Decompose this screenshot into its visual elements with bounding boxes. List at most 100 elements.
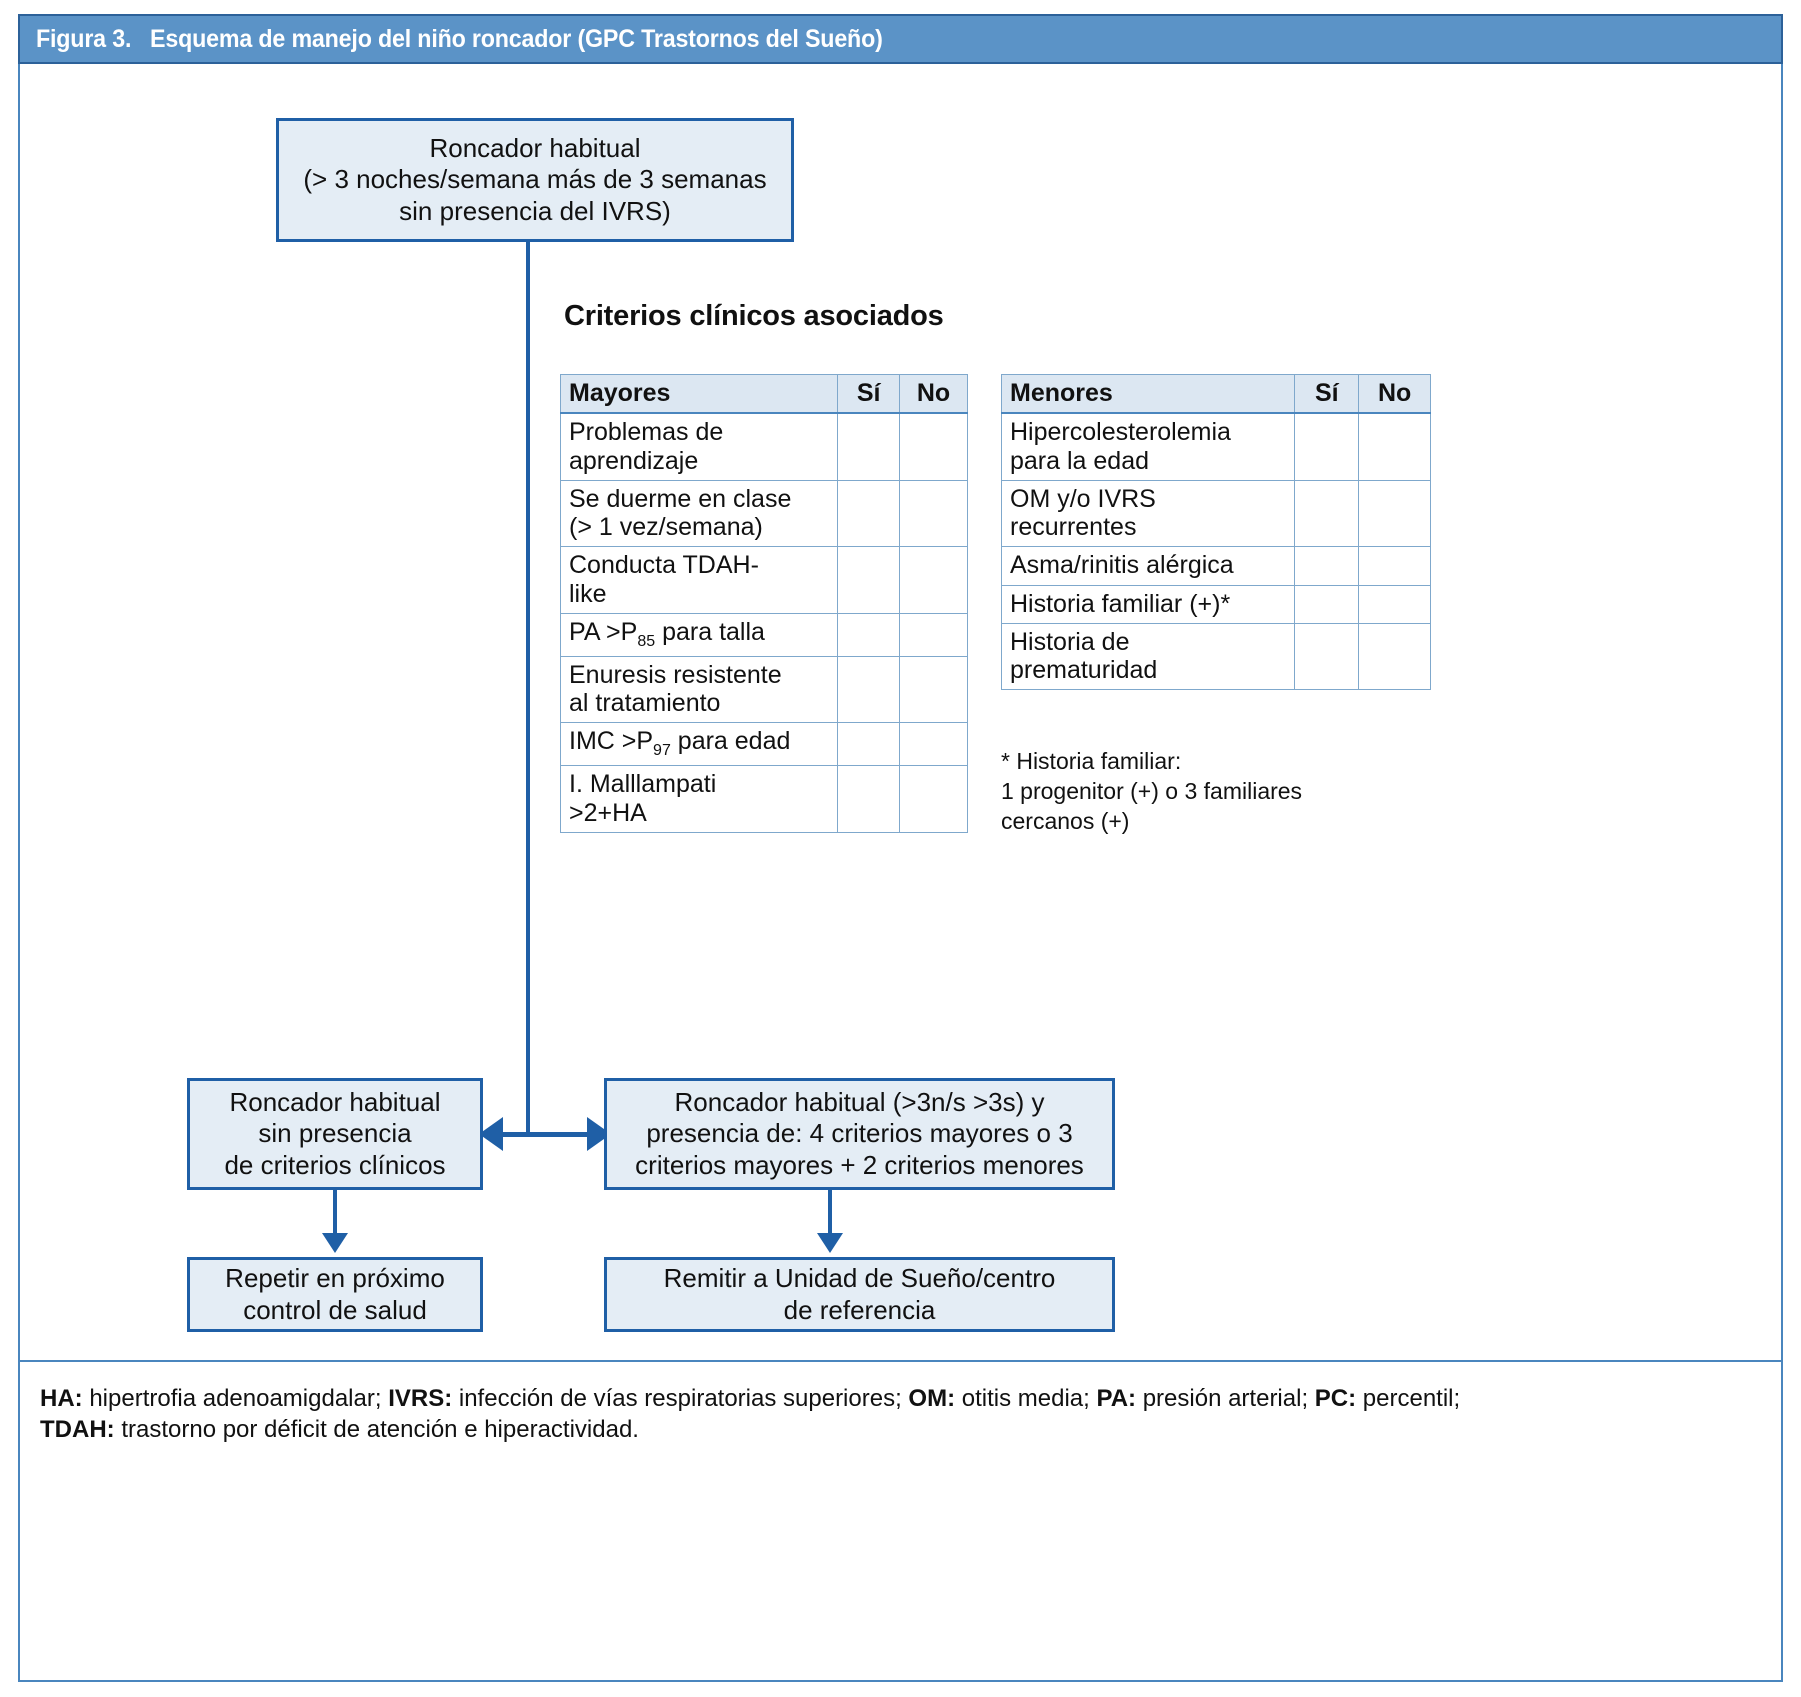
checkbox-si[interactable] — [837, 546, 901, 614]
box-bl-line-2: sin presencia — [258, 1118, 412, 1149]
abbreviations-line-2: TDAH: trastorno por déficit de atención … — [40, 1416, 639, 1444]
abbreviation-term: PC: — [1314, 1385, 1357, 1412]
abbreviation-term: OM: — [908, 1385, 956, 1412]
connector-right-down — [828, 1190, 832, 1235]
table-row: Historia familiar (+)* — [1000, 584, 1431, 624]
checkbox-si[interactable] — [1294, 584, 1360, 624]
connector-left-down — [333, 1190, 337, 1235]
table-row: Asma/rinitis alérgica — [1000, 546, 1431, 586]
criteria-footnote: * Historia familiar: 1 progenitor (+) o … — [1001, 747, 1431, 837]
box-repetir-line-1: Repetir en próximo — [225, 1263, 445, 1294]
checkbox-si[interactable] — [1294, 622, 1360, 691]
figure-title-text: Esquema de manejo del niño roncador (GPC… — [150, 24, 883, 53]
checkbox-no[interactable] — [1358, 584, 1431, 624]
checkbox-si[interactable] — [1294, 479, 1360, 548]
cell-criterio: I. Malllampati>2+HA — [559, 765, 839, 833]
box-br-line-1: Roncador habitual (>3n/s >3s) y — [674, 1087, 1045, 1118]
checkbox-no[interactable] — [899, 612, 968, 657]
checkbox-no[interactable] — [1358, 479, 1431, 548]
box-br-line-2: presencia de: 4 criterios mayores o 3 — [646, 1118, 1073, 1149]
checkbox-si[interactable] — [1294, 546, 1360, 586]
arrow-head-left-icon — [479, 1117, 503, 1151]
table-row: PA >P85 para talla — [559, 612, 968, 657]
box-bl-line-3: de criterios clínicos — [224, 1149, 446, 1180]
box-repetir-control: Repetir en próximo control de salud — [187, 1257, 483, 1332]
box-roncador-habitual: Roncador habitual (> 3 noches/semana más… — [276, 118, 794, 242]
checkbox-si[interactable] — [837, 655, 901, 724]
box-top-line-3: sin presencia del IVRS) — [399, 195, 671, 226]
figure-title-bar: Figura 3. Esquema de manejo del niño ron… — [18, 14, 1783, 64]
abbreviation-term: TDAH: — [40, 1416, 115, 1444]
abbreviation-term: HA: — [40, 1385, 83, 1412]
cell-criterio: Se duerme en clase(> 1 vez/semana) — [559, 479, 839, 548]
figure-title: Figura 3. Esquema de manejo del niño ron… — [36, 25, 883, 54]
checkbox-si[interactable] — [837, 765, 901, 833]
arrow-head-down-right-icon — [817, 1233, 843, 1253]
checkbox-si[interactable] — [837, 412, 901, 481]
cell-criterio: IMC >P97 para edad — [559, 722, 839, 767]
cell-criterio: Conducta TDAH-like — [559, 546, 839, 614]
box-remitir-unidad: Remitir a Unidad de Sueño/centro de refe… — [604, 1257, 1115, 1332]
arrow-head-down-left-icon — [322, 1233, 348, 1253]
checkbox-si[interactable] — [837, 612, 901, 657]
cell-criterio: Asma/rinitis alérgica — [1000, 546, 1296, 586]
abbreviations-block: HA: hipertrofia adenoamigdalar; IVRS: in… — [40, 1383, 1760, 1445]
checkbox-no[interactable] — [899, 412, 968, 481]
table-row: Conducta TDAH-like — [559, 546, 968, 614]
cell-criterio: Historia familiar (+)* — [1000, 584, 1296, 624]
abbreviation-term: PA: — [1096, 1385, 1137, 1412]
checkbox-no[interactable] — [1358, 546, 1431, 586]
figure-frame — [18, 14, 1783, 1682]
table-row: I. Malllampati>2+HA — [559, 765, 968, 833]
footnote-line-1: * Historia familiar: — [1001, 748, 1182, 774]
checkbox-no[interactable] — [899, 479, 968, 548]
criteria-heading: Criterios clínicos asociados — [564, 300, 944, 332]
table-row: Se duerme en clase(> 1 vez/semana) — [559, 479, 968, 548]
connector-main-stem — [526, 242, 530, 1135]
box-con-criterios: Roncador habitual (>3n/s >3s) y presenci… — [604, 1078, 1115, 1190]
abbreviations-divider — [20, 1360, 1781, 1362]
box-top-line-2: (> 3 noches/semana más de 3 semanas — [303, 164, 767, 195]
box-br-line-3: criterios mayores + 2 criterios menores — [635, 1149, 1084, 1180]
box-bl-line-1: Roncador habitual — [229, 1087, 441, 1118]
checkbox-no[interactable] — [1358, 412, 1431, 481]
table-row: IMC >P97 para edad — [559, 722, 968, 767]
footnote-line-3: cercanos (+) — [1001, 807, 1130, 834]
box-remitir-line-2: de referencia — [783, 1294, 936, 1325]
abbreviation-term: IVRS: — [388, 1385, 453, 1412]
box-repetir-line-2: control de salud — [243, 1294, 427, 1325]
checkbox-si[interactable] — [837, 722, 901, 767]
checkbox-no[interactable] — [899, 765, 968, 833]
cell-criterio: PA >P85 para talla — [559, 612, 839, 657]
table-header-row: Mayores Sí No — [559, 374, 968, 415]
checkbox-no[interactable] — [899, 655, 968, 724]
abbreviations-line-1: HA: hipertrofia adenoamigdalar; IVRS: in… — [40, 1385, 1461, 1412]
checkbox-si[interactable] — [1294, 412, 1360, 481]
header-mayores: Mayores — [559, 374, 839, 415]
table-header-row: Menores Sí No — [1000, 374, 1431, 415]
checkbox-no[interactable] — [899, 546, 968, 614]
checkbox-no[interactable] — [1358, 622, 1431, 691]
box-sin-criterios: Roncador habitual sin presencia de crite… — [187, 1078, 483, 1190]
figure-number: Figura 3. — [36, 24, 132, 53]
checkbox-no[interactable] — [899, 722, 968, 767]
checkbox-si[interactable] — [837, 479, 901, 548]
header-menores: Menores — [1000, 374, 1296, 415]
footnote-line-2: 1 progenitor (+) o 3 familiares — [1001, 777, 1303, 804]
header-si: Sí — [837, 374, 901, 415]
header-no: No — [899, 374, 968, 415]
box-remitir-line-1: Remitir a Unidad de Sueño/centro — [663, 1263, 1056, 1294]
